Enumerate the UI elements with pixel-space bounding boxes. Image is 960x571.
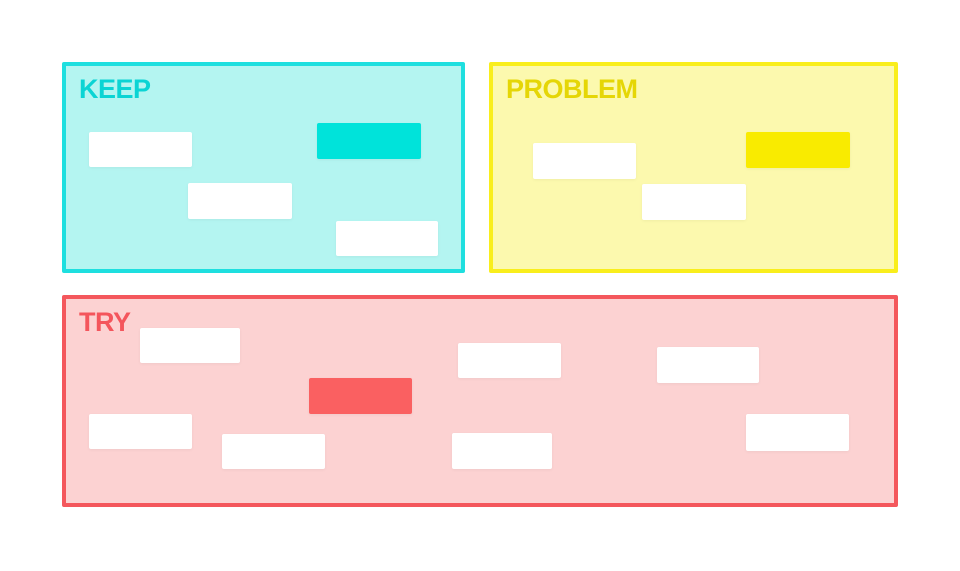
- sticky-note-accent[interactable]: [317, 123, 421, 159]
- sticky-note-accent[interactable]: [309, 378, 412, 414]
- section-try[interactable]: TRY: [62, 295, 898, 507]
- notes-layer: [62, 295, 898, 507]
- sticky-note[interactable]: [89, 132, 192, 167]
- sticky-note[interactable]: [89, 414, 192, 449]
- sticky-note[interactable]: [458, 343, 561, 378]
- sticky-note[interactable]: [336, 221, 438, 256]
- sticky-note[interactable]: [746, 414, 849, 451]
- notes-layer: [489, 62, 898, 273]
- sticky-note[interactable]: [222, 434, 325, 469]
- sticky-note[interactable]: [452, 433, 552, 469]
- sticky-note[interactable]: [188, 183, 292, 219]
- section-title: KEEP: [79, 74, 151, 104]
- section-title: TRY: [79, 307, 131, 337]
- section-title: PROBLEM: [506, 74, 638, 104]
- section-problem[interactable]: PROBLEM: [489, 62, 898, 273]
- section-keep[interactable]: KEEP: [62, 62, 465, 273]
- sticky-note[interactable]: [533, 143, 636, 179]
- sticky-note[interactable]: [140, 328, 240, 363]
- sticky-note[interactable]: [657, 347, 759, 383]
- sticky-note[interactable]: [642, 184, 746, 220]
- sticky-note-accent[interactable]: [746, 132, 850, 168]
- notes-layer: [62, 62, 465, 273]
